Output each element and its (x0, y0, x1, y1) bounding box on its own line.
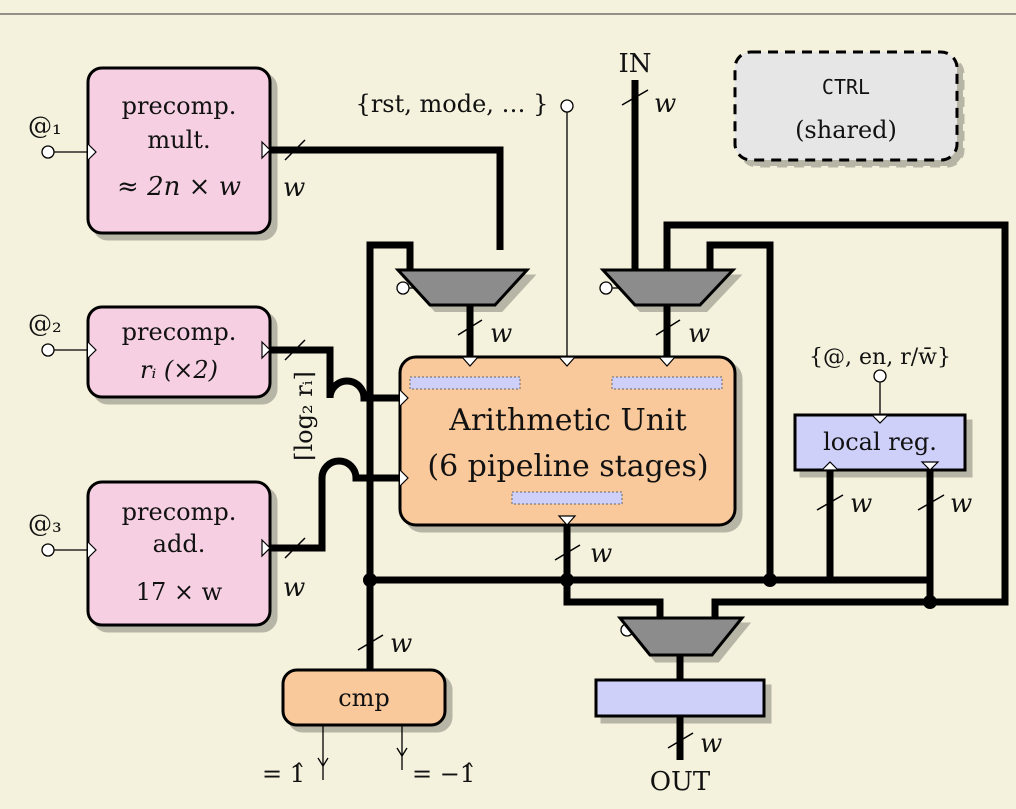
local-reg-block (793, 413, 967, 472)
junction-dot (923, 595, 937, 609)
width-label: w (654, 89, 676, 119)
addr-2-label: @₂ (28, 310, 62, 338)
wire-mux1-left (366, 241, 414, 670)
wire-arith-out (563, 525, 664, 618)
width-label: w (390, 629, 412, 659)
mult-label-2: mult. (147, 126, 210, 154)
junction-dot (363, 573, 377, 587)
cmp-out-right: = −1̂ (412, 760, 475, 788)
precomp-add-block (86, 480, 272, 627)
log-width-label: ⌈log₂ rᵢ⌉ (290, 371, 318, 461)
add-label-1: precomp. (122, 498, 237, 526)
in-label: IN (618, 49, 651, 79)
mux-2 (599, 268, 737, 307)
wire-feedback-outmux (711, 598, 930, 618)
width-label: w (850, 489, 872, 519)
addr-1-label: @₁ (28, 112, 62, 140)
mux-1 (394, 268, 531, 307)
input-ports (41, 99, 887, 637)
out-label: OUT (650, 767, 711, 797)
width-label: w (283, 573, 305, 603)
ctrl-block (733, 50, 959, 162)
ri-label-1: precomp. (122, 318, 237, 346)
mult-label-3: ≈ 2n × w (117, 172, 241, 202)
width-label: w (688, 319, 710, 349)
bus-slashes (284, 89, 945, 749)
add-label-3: 17 × w (136, 578, 223, 606)
muxes (394, 268, 746, 657)
wire-ri-to-arith (270, 346, 400, 402)
precomp-ri-block (86, 305, 272, 399)
mux-out (616, 616, 746, 657)
control-bus-label: {rst, mode, … } (356, 90, 549, 118)
junctions (363, 573, 937, 609)
width-label: w (950, 489, 972, 519)
width-label: w (590, 539, 612, 569)
cmp-block (281, 668, 447, 727)
cmp-label: cmp (338, 684, 390, 712)
arith-label-1: Arithmetic Unit (448, 403, 686, 438)
wires (270, 80, 1009, 760)
addr-3-label: @₃ (28, 510, 62, 538)
ri-label-2: rᵢ (×2) (140, 356, 218, 384)
ctrl-label-2: (shared) (795, 116, 897, 144)
wire-add-to-arith (270, 457, 400, 552)
labels: precomp. mult. ≈ 2n × w precomp. rᵢ (×2)… (28, 49, 972, 797)
junction-dot (560, 573, 574, 587)
out-register (594, 678, 766, 718)
junction-dot (763, 573, 777, 587)
width-label: w (283, 173, 305, 203)
arith-label-2: (6 pipeline stages) (427, 449, 708, 484)
local-reg-label: local reg. (823, 428, 937, 456)
wire-feedback-outer (663, 221, 1009, 606)
mult-label-1: precomp. (122, 92, 237, 120)
cmp-arrows (317, 747, 408, 768)
ctrl-label-1: CTRL (822, 75, 870, 99)
wire-mux2-right (706, 241, 774, 580)
cmp-out-left: = 1̂ (262, 760, 305, 788)
add-label-2: add. (153, 530, 206, 558)
wire-mult-to-mux1 (270, 146, 504, 250)
precomp-mult-block (86, 66, 272, 235)
arith-unit-block (398, 355, 737, 527)
width-label: w (700, 729, 722, 759)
local-reg-control-label: {@, en, r/w̄} (809, 345, 951, 370)
width-label: w (490, 319, 512, 349)
